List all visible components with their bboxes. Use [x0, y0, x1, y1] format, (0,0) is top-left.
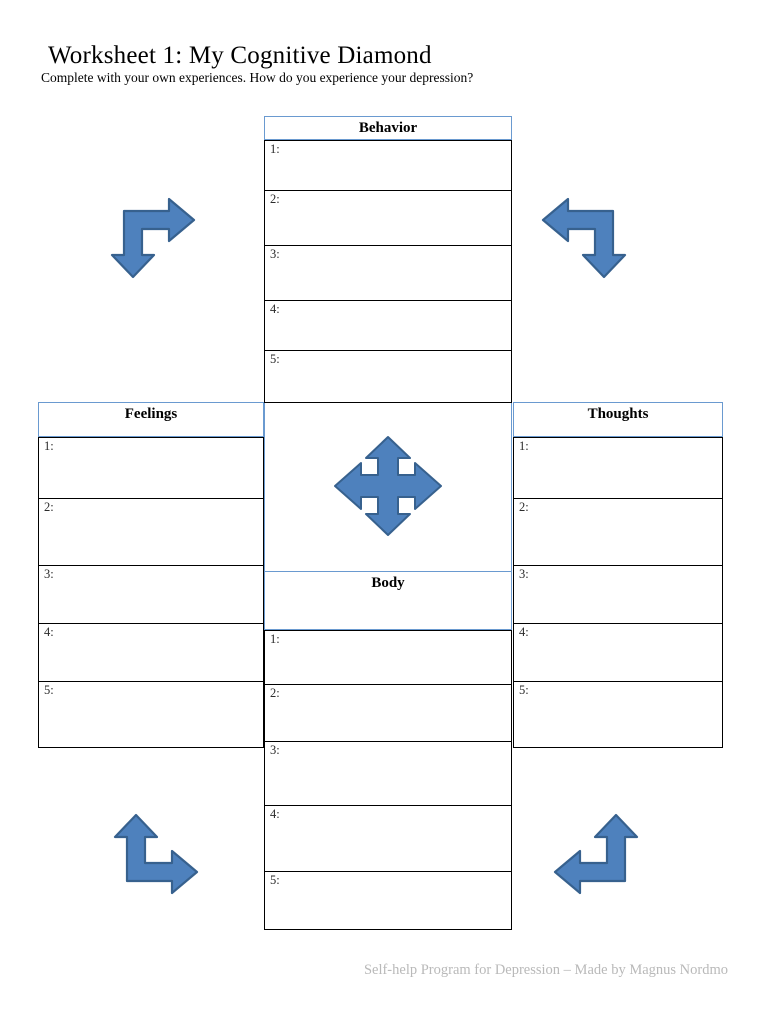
panel-behavior: Behavior 1: 2: 3: 4: 5:: [264, 116, 512, 403]
panel-header-thoughts-label: Thoughts: [587, 406, 649, 422]
table-row[interactable]: 4:: [513, 624, 723, 682]
panel-feelings: Feelings 1: 2: 3: 4: 5:: [38, 402, 264, 748]
table-row[interactable]: 1:: [264, 630, 512, 685]
table-row[interactable]: 5:: [264, 351, 512, 403]
table-row[interactable]: 5:: [513, 682, 723, 748]
row-number: 3:: [519, 567, 529, 581]
row-number: 3:: [44, 567, 54, 581]
table-row[interactable]: 3:: [264, 742, 512, 806]
table-row[interactable]: 4:: [264, 806, 512, 872]
panel-rows-behavior: 1: 2: 3: 4: 5:: [264, 140, 512, 403]
table-row[interactable]: 2:: [513, 499, 723, 566]
row-number: 1:: [44, 439, 54, 453]
row-number: 4:: [270, 807, 280, 821]
panel-header-feelings-label: Feelings: [124, 406, 178, 422]
table-row[interactable]: 1:: [264, 140, 512, 191]
footer-credit: Self-help Program for Depression – Made …: [363, 962, 728, 978]
table-row[interactable]: 4:: [264, 301, 512, 351]
panel-header-behavior: Behavior: [264, 116, 512, 140]
table-row[interactable]: 5:: [264, 872, 512, 930]
panel-header-body-label: Body: [371, 575, 405, 591]
four-way-arrow-icon: [331, 434, 445, 538]
table-row[interactable]: 5:: [38, 682, 264, 748]
table-row[interactable]: 1:: [38, 437, 264, 499]
panel-header-body: Body: [264, 571, 512, 630]
table-row[interactable]: 3:: [38, 566, 264, 624]
bent-arrow-left-down-icon: [540, 196, 632, 280]
row-number: 5:: [44, 683, 54, 697]
table-row[interactable]: 3:: [513, 566, 723, 624]
row-number: 1:: [270, 142, 280, 156]
table-row[interactable]: 3:: [264, 246, 512, 301]
panel-header-feelings: Feelings: [38, 402, 264, 437]
row-number: 2:: [44, 500, 54, 514]
table-row[interactable]: 2:: [38, 499, 264, 566]
bent-arrow-right-down-icon: [105, 196, 197, 280]
row-number: 2:: [519, 500, 529, 514]
row-number: 5:: [270, 873, 280, 887]
panel-rows-body: 1: 2: 3: 4: 5:: [264, 630, 512, 930]
row-number: 2:: [270, 686, 280, 700]
row-number: 4:: [44, 625, 54, 639]
row-number: 5:: [270, 352, 280, 366]
bent-arrow-up-right-icon: [108, 812, 200, 896]
row-number: 2:: [270, 192, 280, 206]
panel-body: Body 1: 2: 3: 4: 5:: [264, 571, 512, 930]
row-number: 1:: [270, 632, 280, 646]
panel-thoughts: Thoughts 1: 2: 3: 4: 5:: [513, 402, 723, 748]
table-row[interactable]: 1:: [513, 437, 723, 499]
row-number: 5:: [519, 683, 529, 697]
table-row[interactable]: 2:: [264, 191, 512, 246]
panel-rows-feelings: 1: 2: 3: 4: 5:: [38, 437, 264, 748]
row-number: 4:: [270, 302, 280, 316]
row-number: 1:: [519, 439, 529, 453]
row-number: 3:: [270, 247, 280, 261]
table-row[interactable]: 4:: [38, 624, 264, 682]
panel-rows-thoughts: 1: 2: 3: 4: 5:: [513, 437, 723, 748]
panel-header-thoughts: Thoughts: [513, 402, 723, 437]
page-title: Worksheet 1: My Cognitive Diamond: [48, 42, 432, 69]
row-number: 4:: [519, 625, 529, 639]
row-number: 3:: [270, 743, 280, 757]
bent-arrow-left-up-icon: [552, 812, 644, 896]
page-subtitle: Complete with your own experiences. How …: [41, 70, 474, 85]
table-row[interactable]: 2:: [264, 685, 512, 742]
panel-header-behavior-label: Behavior: [358, 120, 418, 136]
